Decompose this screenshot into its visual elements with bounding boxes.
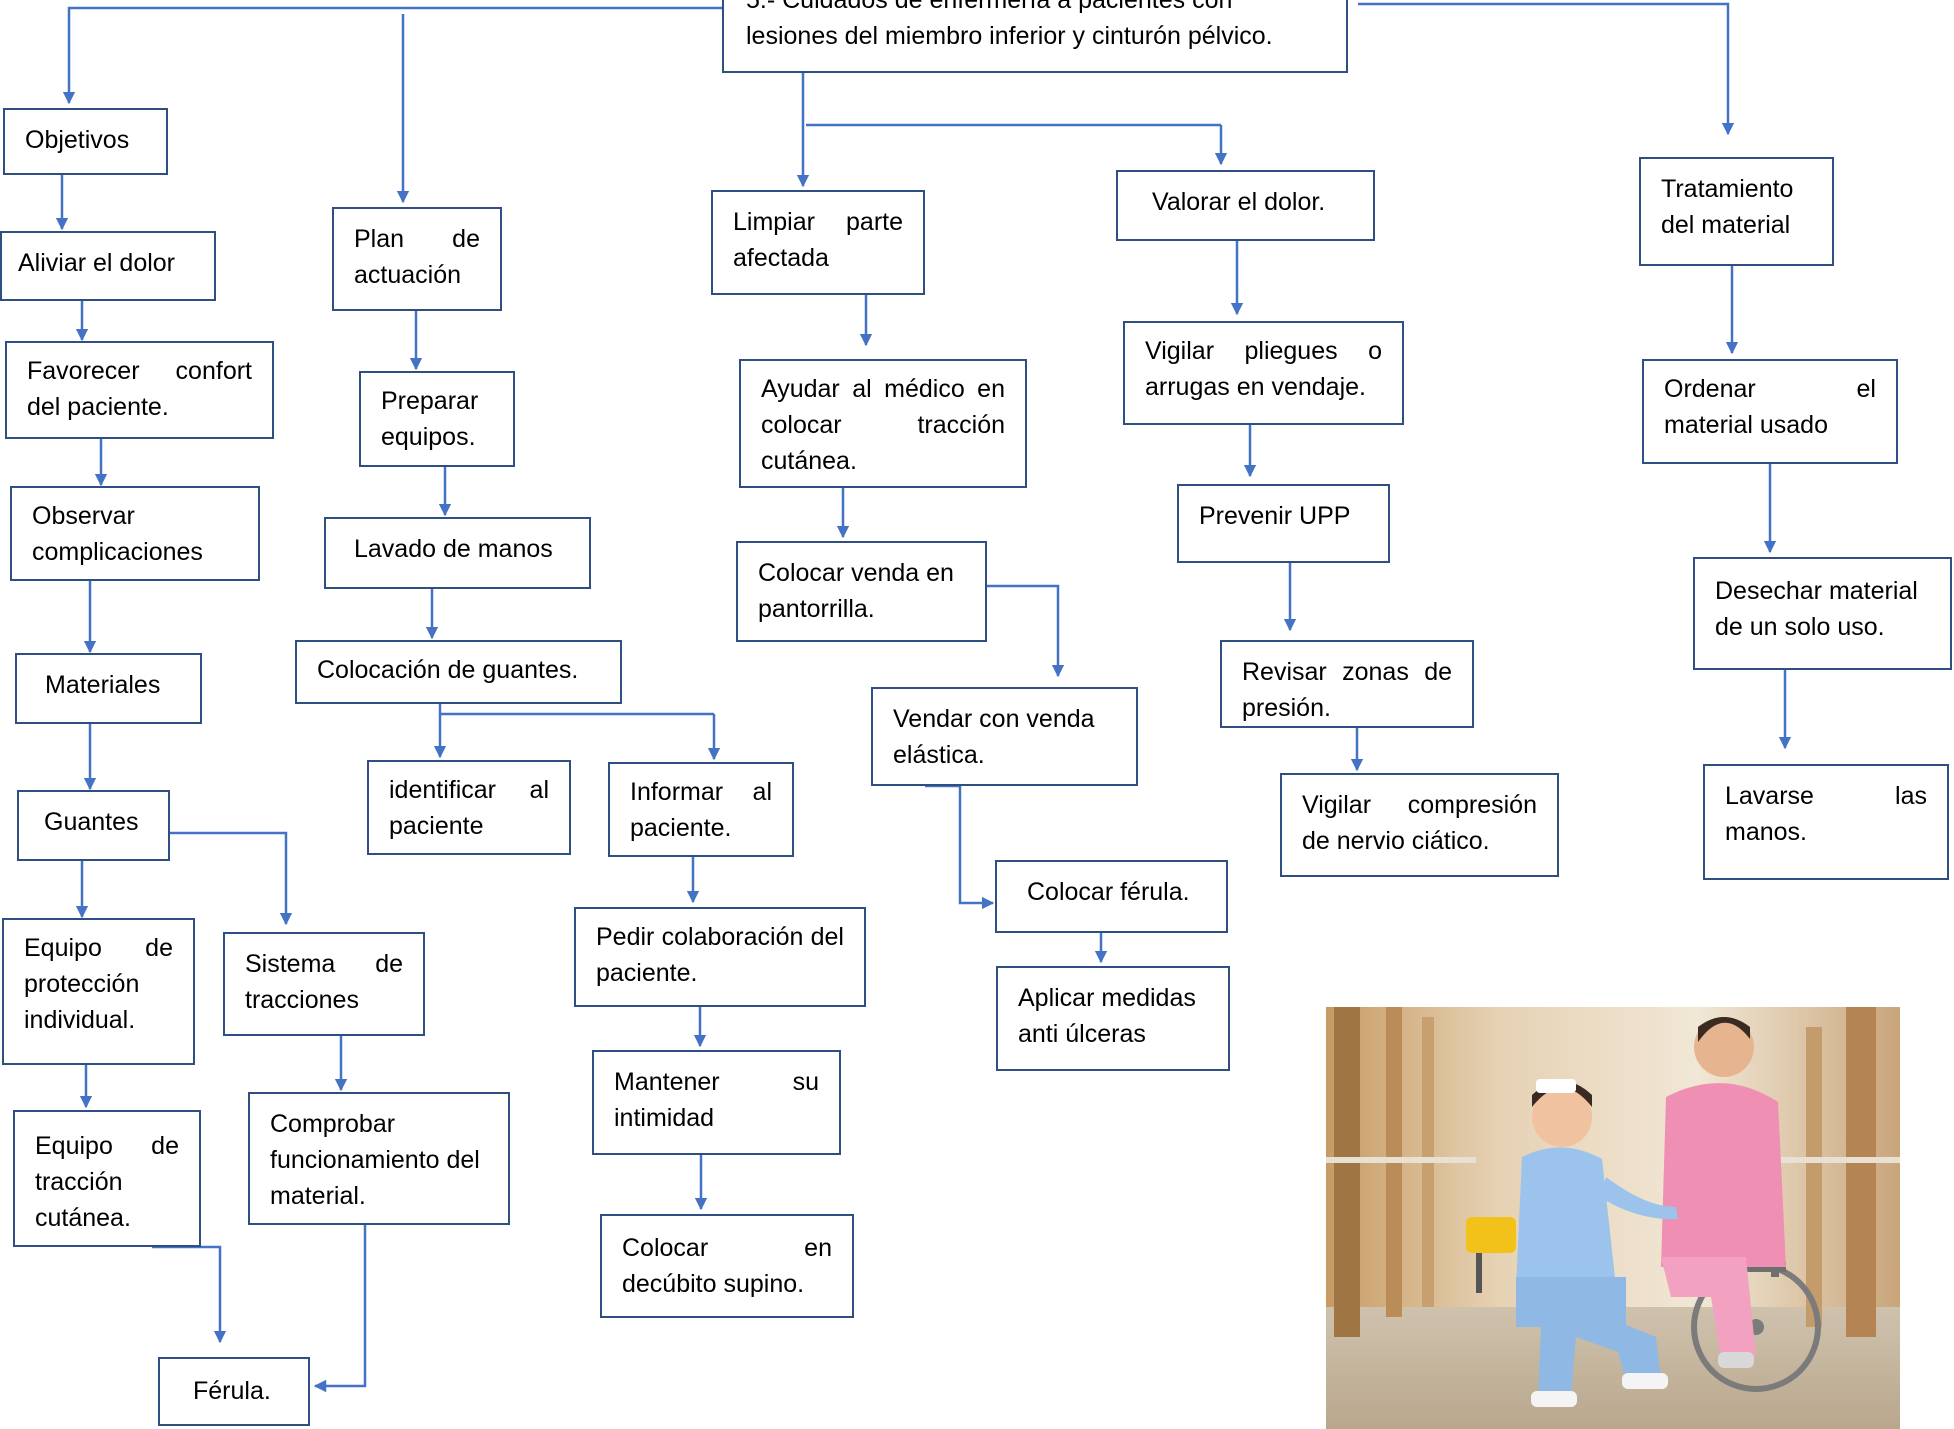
photo-illustration xyxy=(1326,1007,1900,1429)
root-title-box: 5.- Cuidados de enfermería a pacientes c… xyxy=(722,0,1348,73)
node-vigilar-compresion: Vigilar compresión de nervio ciático. xyxy=(1280,773,1559,877)
node-favorecer-confort: Favorecer confort del paciente. xyxy=(5,341,274,439)
node-aplicar-medidas: Aplicar medidas anti úlceras xyxy=(996,966,1230,1071)
node-objetivos: Objetivos xyxy=(3,108,168,175)
node-lavarse-manos: Lavarse las manos. xyxy=(1703,764,1949,880)
link-root-objetivos xyxy=(62,6,722,105)
node-informar-paciente: Informar al paciente. xyxy=(608,762,794,857)
node-prevenir-upp: Prevenir UPP xyxy=(1177,484,1390,563)
node-colocar-venda: Colocar venda en pantorrilla. xyxy=(736,541,987,642)
node-colocacion-guantes: Colocación de guantes. xyxy=(295,640,622,704)
node-limpiar-parte: Limpiar parte afectada xyxy=(711,190,925,295)
node-vigilar-pliegues: Vigilar pliegues o arrugas en vendaje. xyxy=(1123,321,1404,425)
node-identificar-paciente: identificar al paciente xyxy=(367,760,571,855)
link-venda-vendar xyxy=(987,584,1065,678)
root-title-line-2: lesiones del miembro inferior y cinturón… xyxy=(746,22,1273,50)
node-sistema-tracciones: Sistema de tracciones xyxy=(223,932,425,1036)
node-equipo-traccion: Equipo de tracción cutánea. xyxy=(13,1110,201,1247)
node-vendar-elastica: Vendar con venda elástica. xyxy=(871,687,1138,786)
nurse-with-patient-in-wheelchair-photo xyxy=(1326,1007,1900,1429)
node-preparar-equipos: Preparar equipos. xyxy=(359,371,515,467)
node-valorar-dolor: Valorar el dolor. xyxy=(1116,170,1375,241)
node-plan-actuacion: Plan de actuación xyxy=(332,207,502,311)
link-root-tratamiento xyxy=(1358,2,1735,136)
link-guantes-sistema xyxy=(170,831,293,926)
node-tratamiento-material: Tratamiento del material xyxy=(1639,157,1834,266)
node-ordenar-material: Ordenar el material usado xyxy=(1642,359,1898,464)
node-guantes: Guantes xyxy=(17,790,170,861)
node-pedir-colaboracion: Pedir colaboración del paciente. xyxy=(574,907,866,1007)
node-lavado-manos: Lavado de manos xyxy=(324,517,591,589)
node-ayudar-medico: Ayudar al médico en colocar tracción cut… xyxy=(739,359,1027,488)
node-aliviar-dolor: Aliviar el dolor xyxy=(0,231,216,301)
link-comprobar-ferula xyxy=(313,1225,367,1393)
node-revisar-zonas: Revisar zonas de presión. xyxy=(1220,640,1474,728)
node-mantener-intimidad: Mantener su intimidad xyxy=(592,1050,841,1155)
node-ferula: Férula. xyxy=(158,1357,310,1426)
node-desechar-material: Desechar material de un solo uso. xyxy=(1693,557,1952,670)
link-traccion-ferula xyxy=(152,1245,227,1344)
node-materiales: Materiales xyxy=(15,653,202,724)
root-title-line-1: 5.- Cuidados de enfermería a pacientes c… xyxy=(746,0,1233,14)
node-observar-complicaciones: Observar complicaciones xyxy=(10,486,260,581)
link-vendar-ferula xyxy=(925,784,995,910)
node-equipo-proteccion: Equipo de protección individual. xyxy=(2,918,195,1065)
node-comprobar-funcionamiento: Comprobar funcionamiento del material. xyxy=(248,1092,510,1225)
node-colocar-decubito: Colocar en decúbito supino. xyxy=(600,1214,854,1318)
node-colocar-ferula: Colocar férula. xyxy=(995,860,1228,933)
